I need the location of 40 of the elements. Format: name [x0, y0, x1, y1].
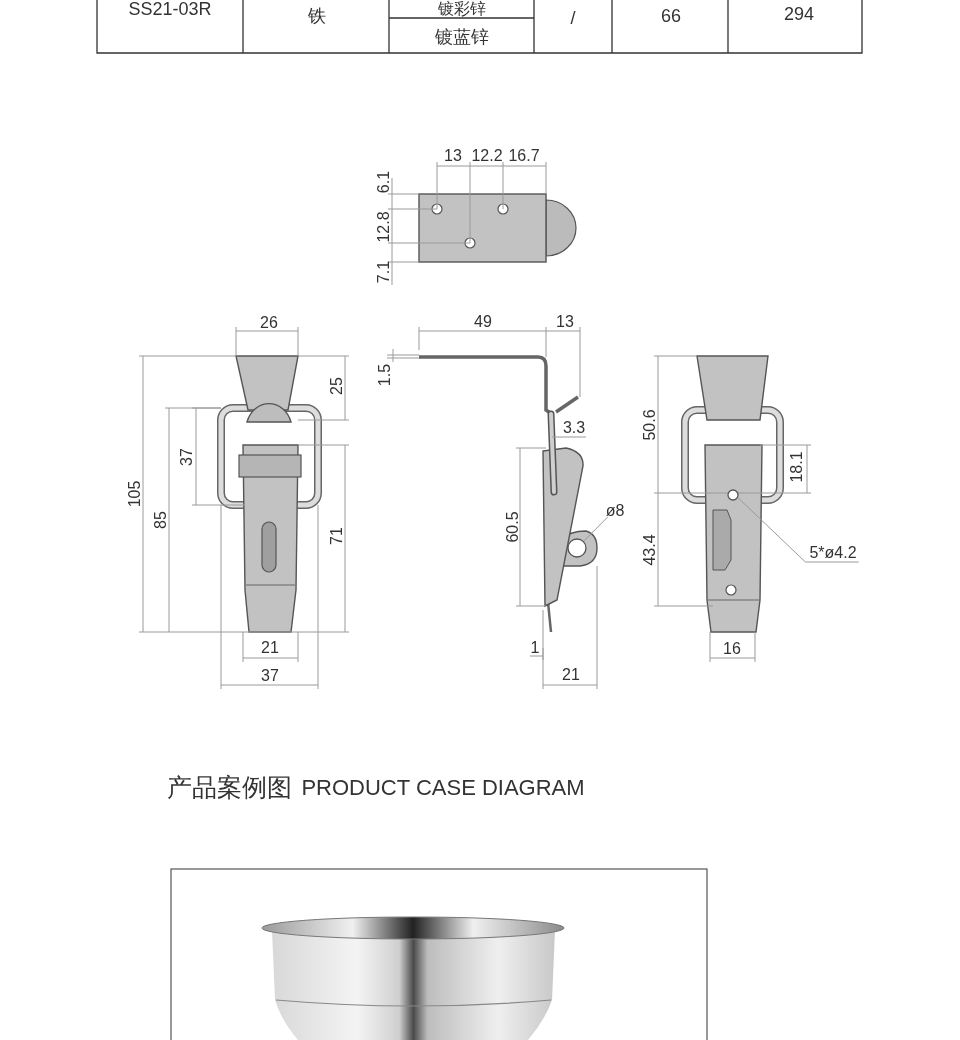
leader-line — [736, 495, 860, 563]
dimension-label: 85 — [153, 511, 169, 529]
dimension-label: 7.1 — [376, 260, 392, 284]
dimension-label: 105 — [127, 480, 143, 508]
dimension-label: 16.7 — [508, 148, 540, 164]
table-cell: 镀蓝锌 — [435, 28, 489, 46]
dimension-label: 43.4 — [642, 534, 658, 566]
table-cell: 66 — [661, 7, 681, 25]
dimension-label: 1.5 — [377, 363, 393, 387]
dimension-label: 6.1 — [376, 170, 392, 194]
table-cell: 铁 — [308, 7, 326, 25]
dimension-label: 49 — [474, 314, 492, 330]
table-cell: / — [570, 9, 576, 27]
dimension-label: 5*ø4.2 — [809, 545, 857, 561]
dimension-label: 13 — [556, 314, 574, 330]
heading: 产品案例图 — [166, 774, 292, 800]
hole-symbol — [727, 487, 739, 499]
dimension-label: 71 — [329, 527, 345, 545]
subheading: PRODUCT CASE DIAGRAM — [301, 777, 585, 799]
dimension-label: 12.8 — [376, 211, 392, 243]
dimension-label: 12.2 — [471, 148, 503, 164]
hole-symbol — [567, 538, 587, 558]
dimension-label: 18.1 — [789, 451, 805, 483]
dimension-label: 50.6 — [642, 409, 658, 441]
dimension-label: 26 — [260, 315, 278, 331]
table-cell: 镀彩锌 — [438, 1, 486, 17]
dimension-label: 3.3 — [562, 420, 586, 436]
dimension-label: 37 — [261, 668, 279, 684]
dimension-label: 16 — [723, 641, 741, 657]
dimension-label: 60.5 — [505, 511, 521, 543]
dimension-label: 1 — [530, 640, 540, 656]
dimension-label: 37 — [179, 448, 195, 466]
dimension-label: 21 — [562, 667, 580, 683]
table-cell: SS21-03R — [128, 0, 212, 18]
dimension-label: 25 — [329, 377, 345, 395]
dimension-label: 21 — [261, 640, 279, 656]
dimension-label: 13 — [444, 148, 462, 164]
table-cell: 294 — [784, 5, 814, 23]
dimension-label: ø8 — [605, 503, 625, 519]
leader-line — [582, 516, 609, 543]
